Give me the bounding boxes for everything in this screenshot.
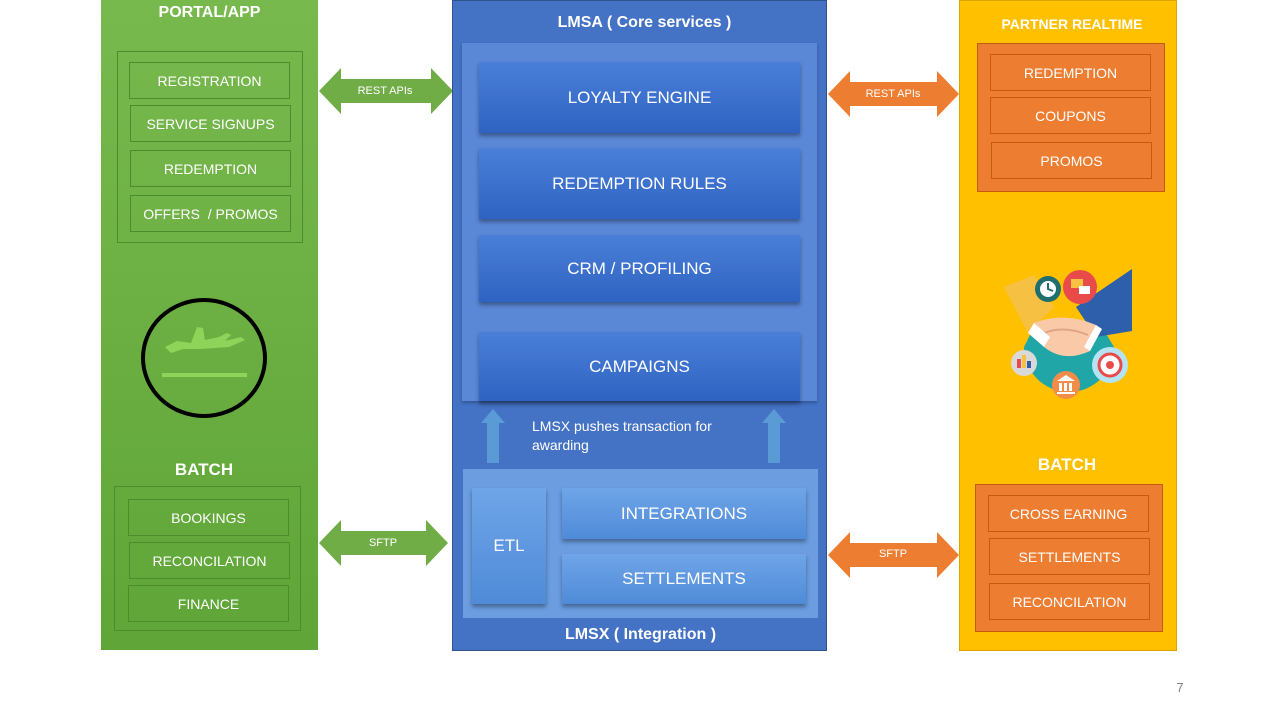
portal-item-service-signups: SERVICE SIGNUPS	[130, 105, 291, 142]
lmsa-column: LMSA ( Core services ) LOYALTY ENGINE RE…	[452, 0, 827, 651]
portal-batch-bookings: BOOKINGS	[128, 499, 289, 536]
partner-batch-group: CROSS EARNING SETTLEMENTS RECONCILATION	[975, 484, 1163, 632]
lmsx-settlements: SETTLEMENTS	[562, 554, 806, 604]
left-rest-arrow-label: REST APIs	[357, 85, 413, 97]
lmsx-title: LMSX ( Integration )	[564, 626, 717, 643]
lmsx-integrations: INTEGRATIONS	[562, 488, 806, 539]
lmsa-loyalty-engine: LOYALTY ENGINE	[479, 62, 800, 133]
partner-batch-title: BATCH	[1037, 455, 1097, 474]
push-up-arrow-left	[481, 409, 505, 463]
right-sftp-arrow	[828, 532, 959, 578]
portal-items-group: REGISTRATION SERVICE SIGNUPS REDEMPTION …	[117, 51, 303, 243]
right-sftp-arrow-label: SFTP	[878, 548, 908, 560]
partner-realtime-group: REDEMPTION COUPONS PROMOS	[977, 43, 1165, 192]
lmsa-services-panel: LOYALTY ENGINE REDEMPTION RULES CRM / PR…	[462, 43, 817, 401]
left-sftp-arrow-label: SFTP	[368, 537, 398, 549]
portal-batch-reconcilation: RECONCILATION	[129, 542, 290, 579]
lmsx-push-note: LMSX pushes transaction for awarding	[532, 418, 712, 453]
lmsx-integration-panel: ETL INTEGRATIONS SETTLEMENTS	[463, 469, 818, 618]
right-rest-arrow-label: REST APIs	[865, 88, 921, 100]
right-rest-arrow	[828, 71, 959, 117]
lmsa-title: LMSA ( Core services )	[557, 14, 732, 31]
partner-item-coupons: COUPONS	[990, 97, 1151, 134]
partner-batch-cross-earning: CROSS EARNING	[988, 495, 1149, 532]
airplane-icon	[141, 298, 267, 418]
portal-item-offers-promos: OFFERS / PROMOS	[130, 195, 291, 232]
portal-app-title: PORTAL/APP	[158, 4, 261, 21]
push-up-arrow-right	[762, 409, 786, 463]
portal-batch-finance: FINANCE	[128, 585, 289, 622]
partner-batch-reconcilation: RECONCILATION	[989, 583, 1150, 620]
lmsa-redemption-rules: REDEMPTION RULES	[479, 148, 800, 219]
left-rest-arrow	[319, 68, 453, 114]
partner-item-redemption: REDEMPTION	[990, 54, 1151, 91]
partner-title: PARTNER REALTIME	[1001, 16, 1143, 32]
partner-column: PARTNER REALTIME REDEMPTION COUPONS PROM…	[959, 0, 1177, 651]
portal-item-redemption: REDEMPTION	[130, 150, 291, 187]
page-number: 7	[1176, 680, 1184, 695]
lmsa-campaigns: CAMPAIGNS	[479, 332, 800, 401]
portal-app-column: PORTAL/APP REGISTRATION SERVICE SIGNUPS …	[101, 0, 318, 650]
handshake-icon	[1004, 269, 1132, 399]
lmsa-crm-profiling: CRM / PROFILING	[479, 235, 800, 302]
left-sftp-arrow	[319, 520, 448, 566]
lmsx-etl: ETL	[472, 488, 546, 604]
portal-batch-group: BOOKINGS RECONCILATION FINANCE	[114, 486, 301, 631]
portal-item-registration: REGISTRATION	[129, 62, 290, 99]
portal-batch-title: BATCH	[174, 460, 234, 479]
partner-batch-settlements: SETTLEMENTS	[989, 538, 1150, 575]
partner-item-promos: PROMOS	[991, 142, 1152, 179]
